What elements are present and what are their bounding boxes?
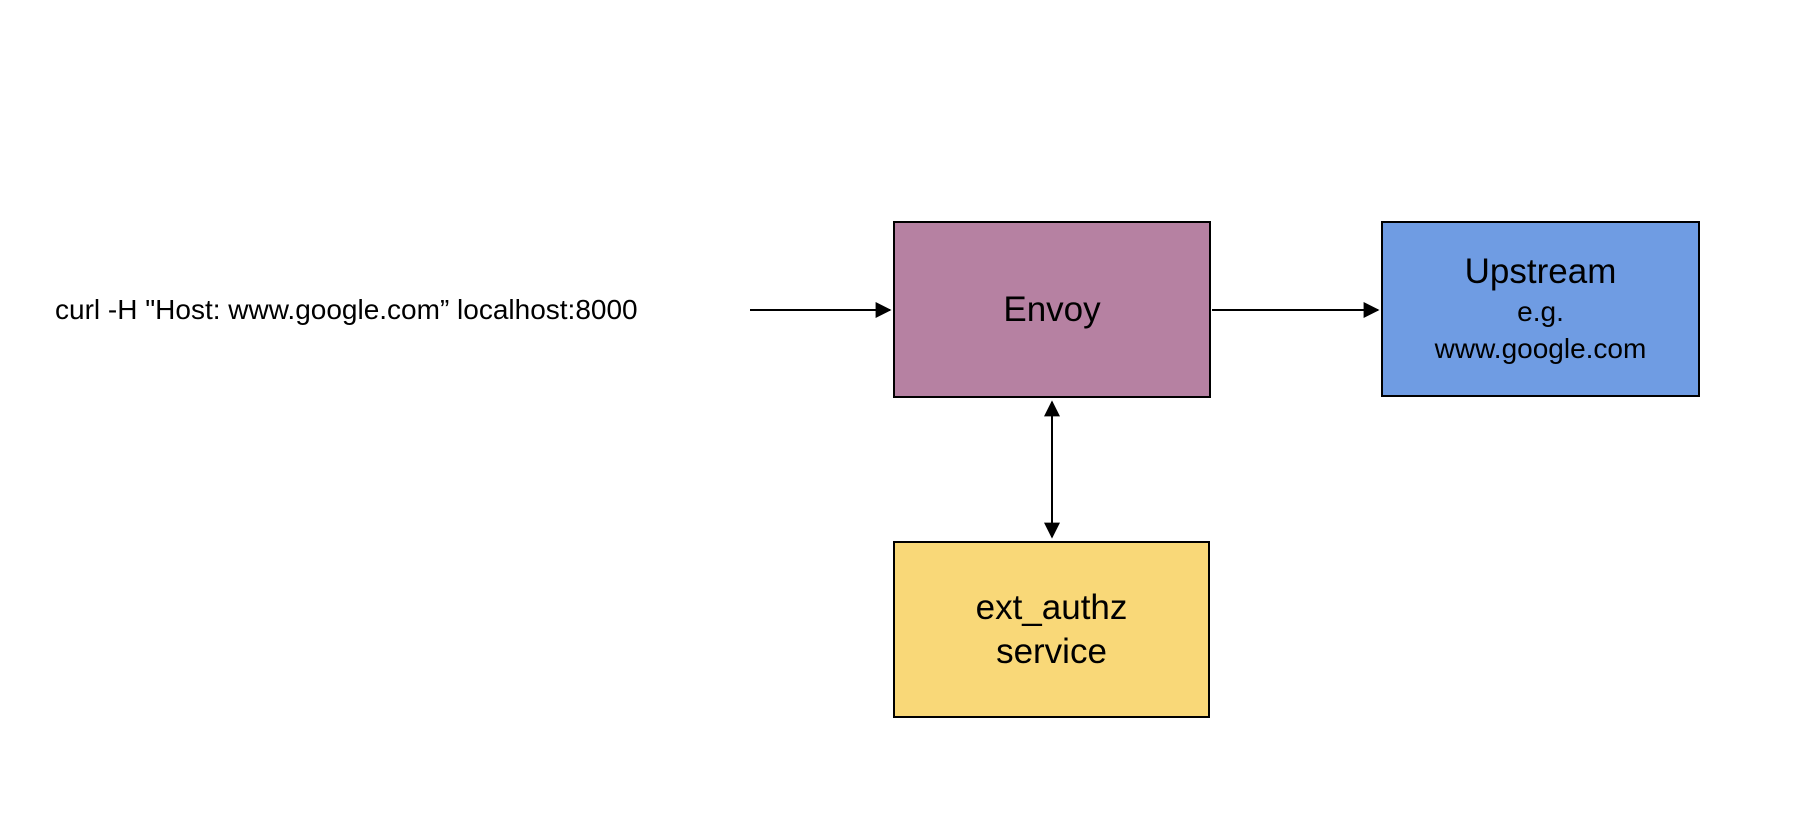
upstream-node-subtitle-eg: e.g. (1517, 296, 1564, 327)
envoy-node-label: Envoy (1003, 289, 1101, 329)
upstream-node-title: Upstream (1464, 252, 1617, 291)
curl-command-label: curl -H "Host: www.google.com” localhost… (55, 294, 638, 325)
ext-authz-node-label-line2: service (996, 631, 1107, 671)
ext-authz-node-label-line1: ext_authz (975, 587, 1128, 627)
upstream-node-subtitle-host: www.google.com (1434, 333, 1647, 364)
envoy-node: Envoy (893, 221, 1211, 398)
upstream-node: Upstream e.g. www.google.com (1381, 221, 1700, 397)
ext-authz-node: ext_authz service (893, 541, 1210, 718)
